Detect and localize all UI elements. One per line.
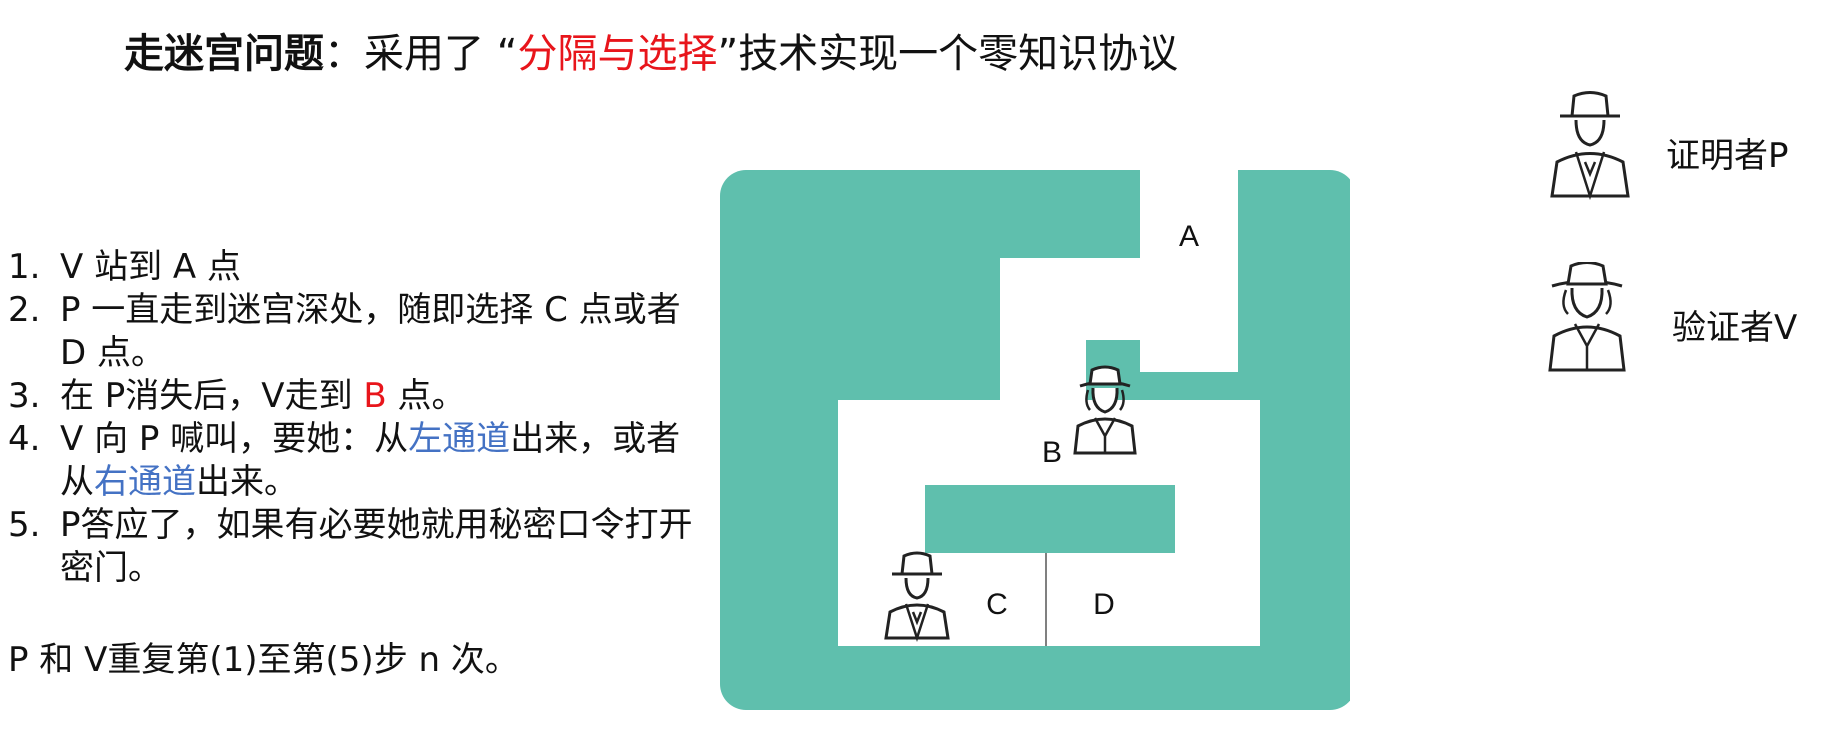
- title-quote-open: “: [496, 31, 518, 77]
- prover-icon: [884, 551, 950, 643]
- prover-legend-label: 证明者P: [1666, 136, 1789, 176]
- title-colon: ：采用了: [324, 31, 497, 77]
- title-bold: 走迷宫问题: [124, 31, 324, 77]
- step-text: 出来，或者从: [60, 419, 681, 502]
- step-text: V 站到 A 点: [60, 247, 241, 287]
- center-wall: [925, 485, 1175, 553]
- step-item: 3. 在 P消失后，V走到 B 点。: [8, 375, 708, 418]
- step-text: 出来。: [196, 462, 298, 502]
- step-text: 右通道: [94, 462, 196, 502]
- prover-legend-icon: [1550, 91, 1630, 200]
- step-text: 在 P消失后，V走到: [60, 376, 364, 416]
- label-d: D: [1093, 588, 1115, 621]
- step-number: 4.: [8, 419, 41, 459]
- label-c: C: [986, 588, 1008, 621]
- title-quote-close: ”: [717, 31, 739, 77]
- step-text: P 一直走到迷宫深处，随即选择 C 点或者 D 点。: [60, 290, 681, 373]
- title-rest: 技术实现一个零知识协议: [738, 31, 1179, 77]
- label-b: B: [1042, 436, 1062, 469]
- left-upper-corridor: [1000, 258, 1086, 402]
- verifier-legend-icon: [1548, 262, 1626, 372]
- step-text: 左通道: [408, 419, 511, 459]
- step-text: B: [363, 376, 387, 416]
- label-a: A: [1179, 220, 1199, 253]
- step-text: V 向 P 喊叫，要她：从: [60, 419, 409, 459]
- verifier-icon: [1073, 365, 1137, 455]
- step-item: 1. V 站到 A 点: [8, 246, 708, 289]
- step-item: 2. P 一直走到迷宫深处，随即选择 C 点或者 D 点。: [8, 289, 708, 375]
- verifier-legend-label: 验证者V: [1672, 308, 1798, 348]
- step-number: 3.: [8, 376, 41, 416]
- page-title: 走迷宫问题：采用了 “分隔与选择”技术实现一个零知识协议: [124, 24, 1178, 84]
- step-item: 5. P答应了，如果有必要她就用秘密口令打开密门。: [8, 504, 708, 590]
- step-text: 点。: [386, 376, 466, 416]
- title-highlight: 分隔与选择: [517, 31, 718, 77]
- step-text: P答应了，如果有必要她就用秘密口令打开密门。: [60, 505, 693, 588]
- step-item: 4. V 向 P 喊叫，要她：从左通道出来，或者从右通道出来。: [8, 418, 708, 504]
- step-number: 1.: [8, 247, 41, 287]
- step-number: 2.: [8, 290, 41, 330]
- maze-diagram: A B C D: [720, 160, 1350, 710]
- repeat-text: P 和 V重复第(1)至第(5)步 n 次。: [8, 640, 519, 680]
- step-number: 5.: [8, 505, 41, 545]
